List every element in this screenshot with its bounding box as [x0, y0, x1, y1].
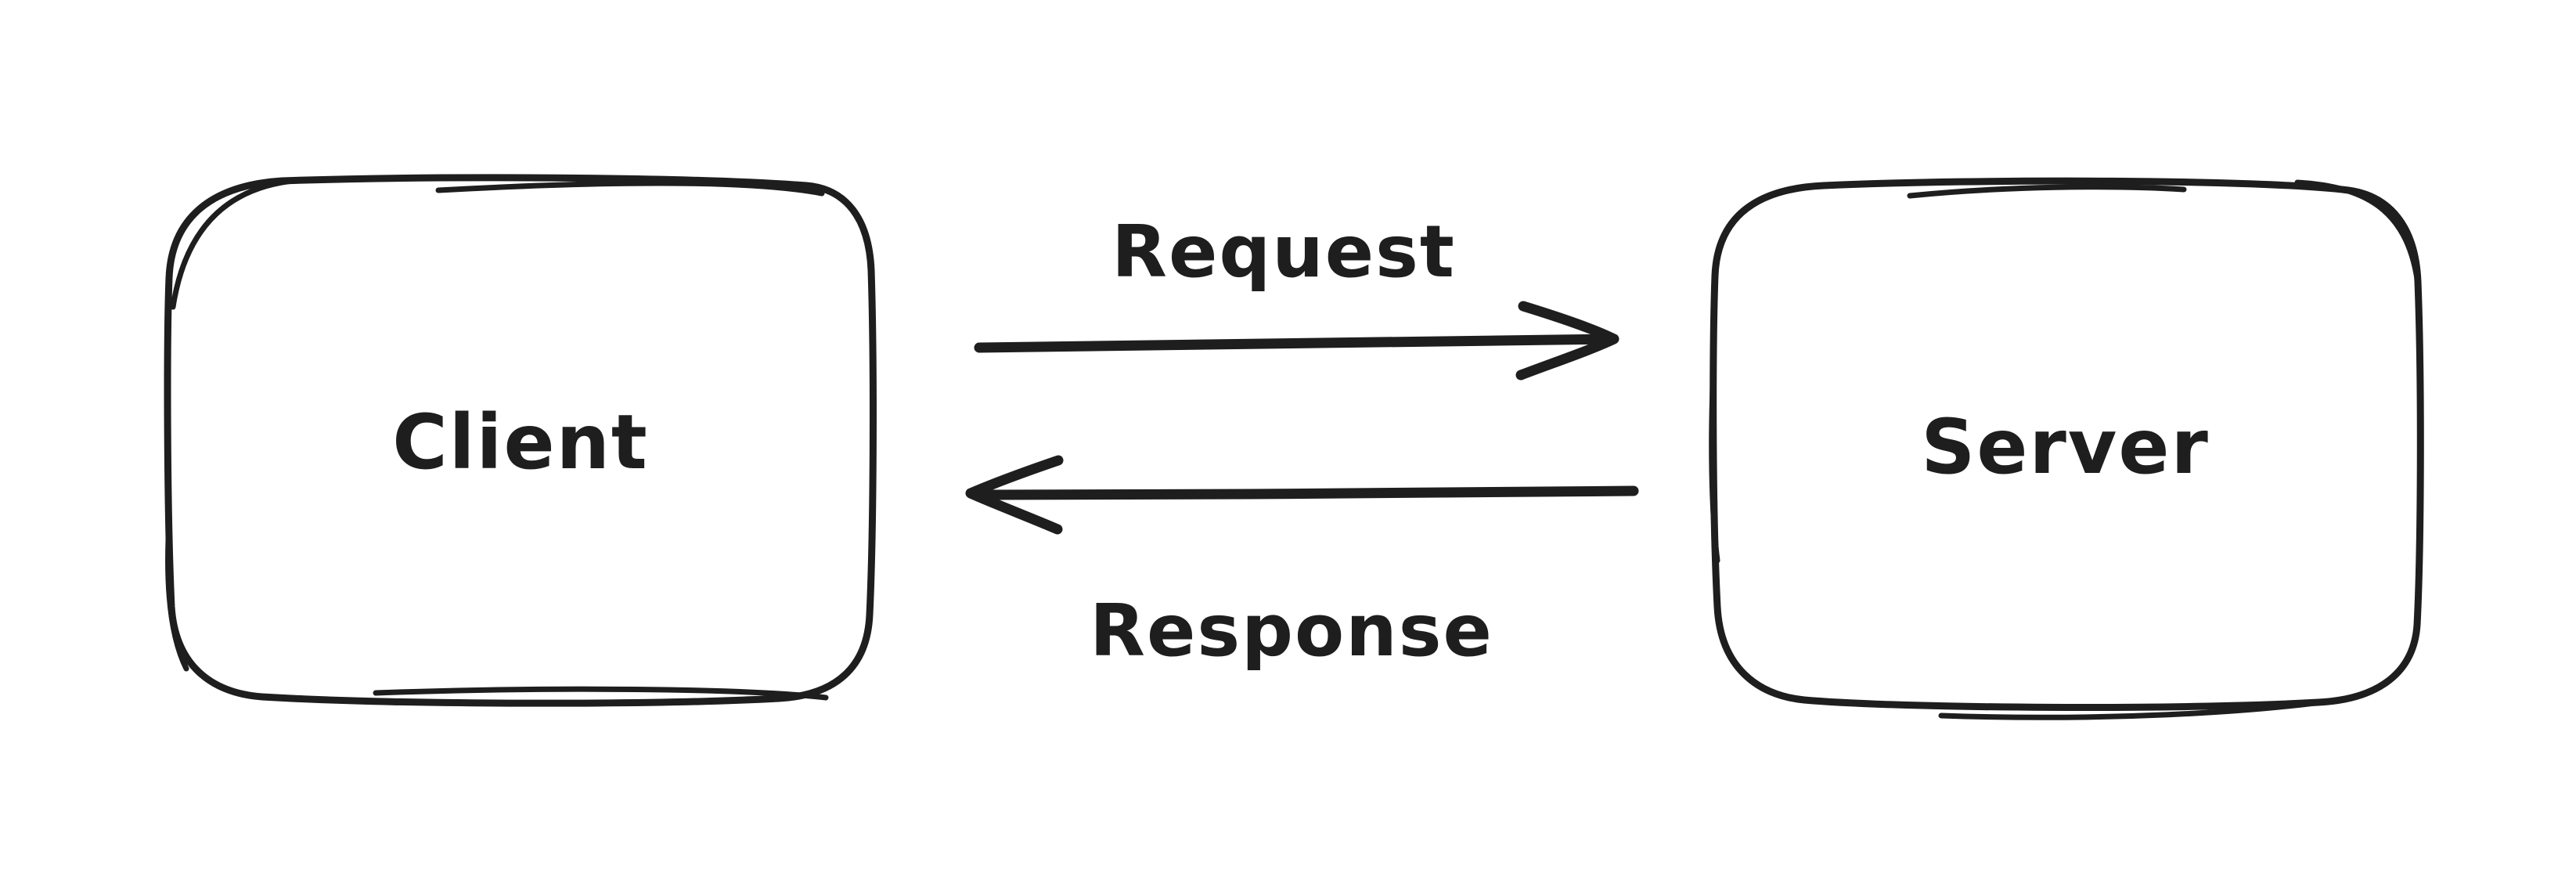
response-arrow-head	[965, 455, 1064, 535]
response-edge-label: Response	[1090, 589, 1493, 673]
client-node-box	[164, 174, 877, 707]
client-node-label: Client	[392, 399, 649, 486]
client-box-sketch-stroke	[373, 686, 829, 701]
client-box-sketch-stroke	[435, 180, 825, 197]
server-box-sketch-stroke	[1938, 695, 2351, 720]
client-box-sketch-stroke	[165, 537, 189, 672]
request-arrow-head	[1515, 301, 1619, 381]
request-edge-label: Request	[1111, 210, 1456, 294]
client-box-sketch-stroke	[170, 177, 304, 310]
server-box-sketch-stroke	[2294, 179, 2420, 282]
server-box-sketch-stroke	[1709, 365, 1720, 564]
request-arrow-shaft	[974, 334, 1616, 353]
server-node-label: Server	[1921, 402, 2210, 491]
server-box-sketch-stroke	[1907, 184, 2187, 199]
response-arrow-shaft	[971, 485, 1639, 500]
stroke-group	[164, 174, 2424, 720]
